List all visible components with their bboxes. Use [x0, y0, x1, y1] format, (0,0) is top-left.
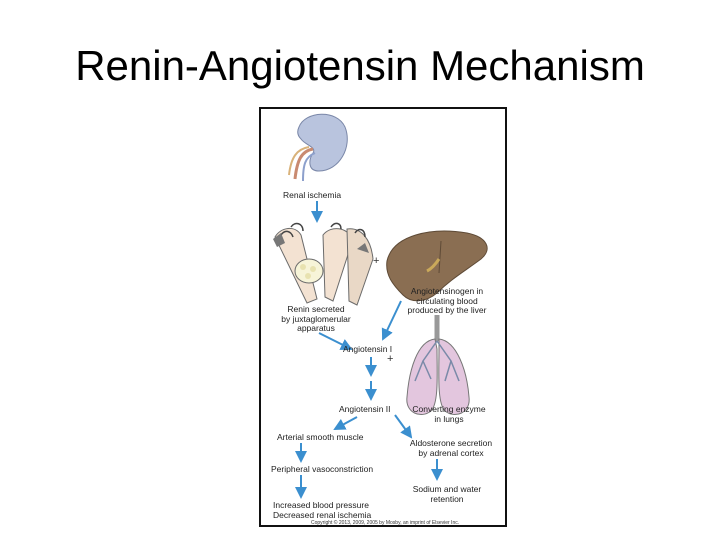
plus-sign-lungs: +	[387, 353, 394, 365]
kidney-icon	[288, 113, 348, 182]
label-converting-enzyme: Converting enzyme in lungs	[412, 404, 486, 424]
label-renin-secreted: Renin secreted by juxtaglomerular appara…	[281, 304, 351, 333]
label-angiotensin-2: Angiotensin II	[339, 404, 391, 414]
plus-sign-liver: +	[373, 255, 380, 267]
copyright-notice: Copyright © 2013, 2009, 2005 by Mosby, a…	[311, 520, 460, 526]
label-angiotensinogen: Angiotensinogen in circulating blood pro…	[407, 286, 487, 315]
slide-title: Renin-Angiotensin Mechanism	[75, 42, 645, 89]
label-angiotensin-1: Angiotensin I	[343, 344, 393, 354]
label-aldosterone-secretion: Aldosterone secretion by adrenal cortex	[409, 438, 493, 458]
liver-icon	[386, 230, 488, 302]
label-sodium-water-retention: Sodium and water retention	[412, 484, 482, 504]
label-renal-ischemia: Renal ischemia	[283, 190, 342, 200]
figure-artwork	[273, 113, 488, 499]
label-arterial-smooth-muscle: Arterial smooth muscle	[277, 432, 364, 442]
juxtaglomerular-apparatus-icon	[273, 222, 374, 306]
label-increased-blood-pressure: Increased blood pressure Decreased renal…	[273, 500, 372, 520]
lungs-icon	[406, 315, 470, 415]
flow-arrows	[295, 201, 443, 499]
renin-angiotensin-figure: Renal ischemia Renin secreted by juxtagl…	[259, 107, 507, 527]
label-peripheral-vasoconstriction: Peripheral vasoconstriction	[271, 464, 374, 474]
